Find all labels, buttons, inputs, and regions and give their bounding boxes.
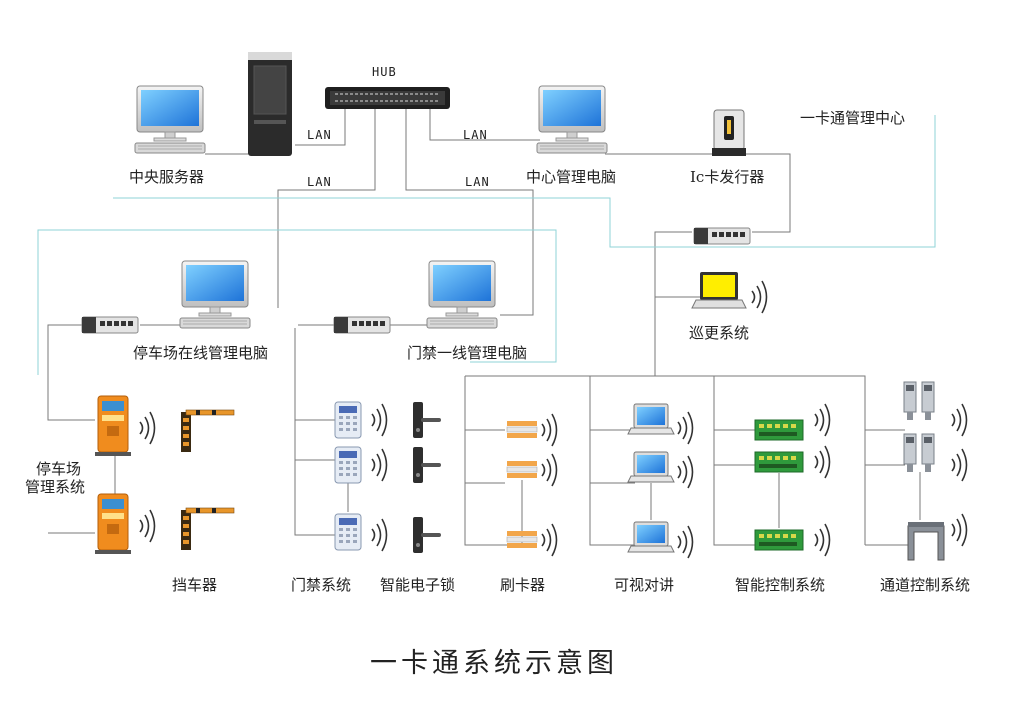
door-lock-icon <box>413 447 441 483</box>
intercom-label: 可视对讲 <box>614 576 674 594</box>
wireless-signal-icon <box>677 411 694 445</box>
wireless-signal-icon <box>541 453 558 487</box>
control-board-icon <box>754 451 804 473</box>
parking-system-label: 管理系统 <box>25 478 85 496</box>
parking-pc-icon <box>179 260 251 329</box>
smart-lock-label: 智能电子锁 <box>380 576 455 594</box>
lan-label: LAN <box>307 175 332 189</box>
control-board-icon <box>754 529 804 551</box>
wireless-signal-icon <box>814 445 831 479</box>
door-keypad-icon <box>334 513 362 551</box>
wireless-signal-icon <box>371 403 388 437</box>
card-reader-icon <box>506 530 538 549</box>
lan-label: LAN <box>463 128 488 142</box>
door-system-label: 门禁系统 <box>291 576 351 594</box>
patrol-laptop-icon <box>691 272 747 309</box>
network-switch-icon <box>333 316 391 334</box>
wireless-signal-icon <box>371 448 388 482</box>
door-keypad-icon <box>334 401 362 439</box>
wireless-signal-icon <box>541 413 558 447</box>
barrier-gate-icon <box>179 506 236 552</box>
wireless-signal-icon <box>951 513 968 547</box>
channel-control-label: 通道控制系统 <box>880 576 970 594</box>
barrier-label: 挡车器 <box>172 576 217 594</box>
ic-issuer-label: Ic卡发行器 <box>690 168 764 186</box>
central-server-monitor-icon <box>134 85 206 154</box>
center-pc-label: 中心管理电脑 <box>526 168 616 186</box>
lan-label: LAN <box>465 175 490 189</box>
parking-system-label: 停车场 <box>36 460 81 478</box>
network-switch-icon <box>81 316 139 334</box>
wireless-signal-icon <box>139 411 156 445</box>
wireless-signal-icon <box>139 509 156 543</box>
wireless-signal-icon <box>814 403 831 437</box>
connection-lines <box>37 108 936 546</box>
patrol-label: 巡更系统 <box>689 324 749 342</box>
lan-label: LAN <box>307 128 332 142</box>
control-board-icon <box>754 419 804 441</box>
card-issuer-icon <box>712 109 746 156</box>
parking-kiosk-icon <box>94 395 132 457</box>
card-reader-label: 刷卡器 <box>500 576 545 594</box>
diagram-title: 一卡通系统示意图 <box>370 648 618 679</box>
intercom-laptop-icon <box>627 451 675 483</box>
wireless-signal-icon <box>951 403 968 437</box>
door-lock-icon <box>413 517 441 553</box>
wireless-signal-icon <box>814 523 831 557</box>
tower-server-icon <box>248 52 292 156</box>
parking-kiosk-icon <box>94 493 132 555</box>
turnstile-icon <box>903 381 935 421</box>
door-pc-label: 门禁一线管理电脑 <box>407 344 527 362</box>
network-hub-icon <box>325 87 450 109</box>
wireless-signal-icon <box>541 523 558 557</box>
wireless-signal-icon <box>951 448 968 482</box>
wireless-signal-icon <box>677 525 694 559</box>
wireless-signal-icon <box>371 518 388 552</box>
barrier-gate-icon <box>179 408 236 454</box>
intercom-laptop-icon <box>627 521 675 553</box>
door-lock-icon <box>413 402 441 438</box>
smart-control-label: 智能控制系统 <box>735 576 825 594</box>
door-pc-icon <box>426 260 498 329</box>
network-switch-icon <box>693 227 751 245</box>
card-reader-icon <box>506 420 538 439</box>
wireless-signal-icon <box>751 280 768 314</box>
parking-pc-label: 停车场在线管理电脑 <box>133 344 268 362</box>
door-keypad-icon <box>334 446 362 484</box>
card-reader-icon <box>506 460 538 479</box>
central-server-label: 中央服务器 <box>129 168 204 186</box>
mgmt-center-label: 一卡通管理中心 <box>800 109 905 127</box>
intercom-laptop-icon <box>627 403 675 435</box>
hub-label: HUB <box>372 65 397 79</box>
turnstile-icon <box>903 433 935 473</box>
center-pc-icon <box>536 85 608 154</box>
wireless-signal-icon <box>677 455 694 489</box>
metal-gate-icon <box>907 521 945 561</box>
